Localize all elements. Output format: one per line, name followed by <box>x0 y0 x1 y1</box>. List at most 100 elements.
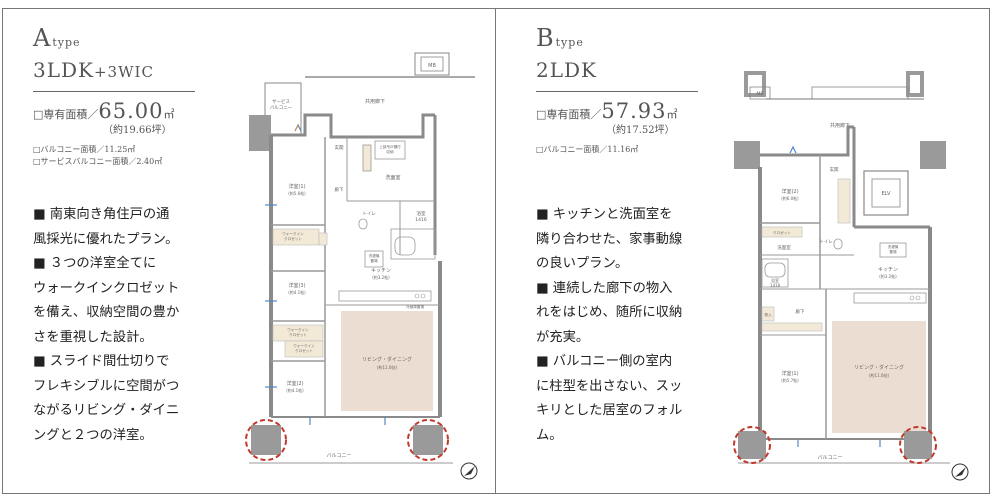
mb-box <box>414 52 450 76</box>
service-balcony-area: □サービスバルコニー面積／2.40㎡ <box>33 157 163 166</box>
floor-plan-b: MB 共用廊下 ELV 玄関 <box>730 67 986 487</box>
feature-line: を備え、収納空間の豊か <box>33 305 180 320</box>
wash-label: 洗面室 <box>777 244 791 251</box>
small-storage <box>318 232 328 246</box>
toilet-label: トイレ <box>819 240 833 245</box>
type-b-heading: Btype 2LDK <box>536 25 597 83</box>
stove-icon <box>414 293 420 299</box>
upper-wall <box>760 125 854 157</box>
stove-icon <box>909 295 915 301</box>
storage <box>761 306 775 322</box>
column <box>249 115 271 151</box>
elevator <box>863 170 909 216</box>
feature-line: ■ 連続した廊下の物入 <box>536 280 673 296</box>
column-right <box>920 141 946 169</box>
divider <box>33 91 195 92</box>
bath-room <box>390 228 436 260</box>
room1-label: 洋室(1) <box>288 183 305 190</box>
wash-label: 洗面室 <box>385 174 400 181</box>
top-column-inner <box>910 75 920 93</box>
wic2-label: ウォークインクロゼット <box>293 343 315 353</box>
shoes-box <box>362 144 372 172</box>
room2-label: 洋室(2) <box>286 380 303 387</box>
feature-line: ながるリビング・ダイニ <box>33 403 180 418</box>
room2-size: (約6.0帖) <box>781 195 799 201</box>
ld-label: リビング・ダイニング <box>362 356 412 363</box>
highlight-circle <box>899 426 937 464</box>
area-info: □専有面積／57.93㎡ （約17.52坪） □バルコニー面積／11.16㎡ <box>536 99 678 156</box>
room2-label: 洋室(2) <box>781 188 798 195</box>
column-left <box>734 141 760 169</box>
room1-size: (約5.6帖) <box>288 190 306 196</box>
type-b-panel: Btype 2LDK □専有面積／57.93㎡ （約17.52坪） □バルコニー… <box>496 8 990 494</box>
fridge-label: 冷蔵庫置場 <box>406 304 424 309</box>
kitchen-counter <box>338 290 432 302</box>
feature-line: ■ ３つの洋室全てに <box>33 256 157 271</box>
compass-needle <box>464 466 475 476</box>
genkan-label: 玄関 <box>335 144 344 151</box>
ld-area <box>341 311 433 411</box>
feature-line: 風採光に優れたプラン。 <box>33 231 179 247</box>
feature-list: ■ キッチンと洗面室を 隣り合わせた、家事動線 の良いプラン。 ■ 連続した廊下… <box>536 203 736 448</box>
area-tsubo: （約19.66坪） <box>103 125 172 136</box>
closet <box>761 226 803 238</box>
compass-icon <box>951 463 969 481</box>
storage-top <box>374 140 406 160</box>
floor-plan-a: MB 共用廊下 サービスバルコニー <box>235 45 490 491</box>
highlight-circle <box>245 419 287 461</box>
type-a-heading: Atype 3LDK+3WIC <box>33 25 154 85</box>
storage-top-label: 上部吊戸棚付収納 <box>379 144 401 154</box>
toilet-label: トイレ <box>362 212 376 217</box>
private-area: □専有面積／57.93㎡ <box>536 99 678 123</box>
feature-line: ウォークインクロゼット <box>33 280 180 296</box>
ld-size: (約11.0帖) <box>869 372 889 378</box>
feature-line: 隣り合わせた、家事動線 <box>536 231 683 247</box>
upper-wall <box>271 113 435 139</box>
washer-label: 洗濯機置場 <box>369 253 380 263</box>
kitchen-size: (約3.2帖) <box>879 273 897 279</box>
feature-line: れをはじめ、随所に収納 <box>536 305 683 320</box>
feature-line: キリとした居室のフォル <box>536 403 683 418</box>
feature-line: が充実。 <box>536 329 590 345</box>
bathtub-icon <box>394 236 416 256</box>
washer-label: 洗濯機置場 <box>888 244 899 254</box>
feature-line: ■ バルコニー側の室内 <box>536 354 673 369</box>
ld-area <box>832 321 926 433</box>
type-a-panel: Atype 3LDK+3WIC □専有面積／65.00㎡ （約19.66坪） □… <box>2 8 496 494</box>
divider <box>536 91 698 92</box>
room1-size: (約5.7帖) <box>781 377 799 383</box>
floor-plan-a-drawing: MB 共用廊下 サービスバルコニー <box>245 52 478 480</box>
area-tsubo: （約17.52坪） <box>606 125 675 136</box>
layout-name: 2LDK <box>536 58 597 82</box>
shoes-box <box>837 178 851 224</box>
feature-line: フレキシブルに空間がつ <box>33 378 180 394</box>
feature-line: ■ キッチンと洗面室を <box>536 207 673 222</box>
balcony-area: □バルコニー面積／11.16㎡ <box>536 145 639 154</box>
bottom-column-right <box>413 425 443 455</box>
type-word: type <box>52 36 81 49</box>
corridor-label: 共用廊下 <box>830 122 850 129</box>
wic1-label: ウォークインクロゼット <box>282 231 304 241</box>
mb-label: MB <box>757 91 764 97</box>
hall-label: 廊下 <box>335 186 344 193</box>
balcony-label: バルコニー <box>818 455 843 461</box>
room2-size: (約4.1帖) <box>286 387 304 393</box>
window-mark <box>294 124 299 132</box>
highlight-circle <box>407 419 449 461</box>
hall-label: 廊下 <box>796 308 805 315</box>
type-word: type <box>555 36 584 49</box>
feature-line: ングと２つの洋室。 <box>33 427 153 443</box>
top-column-inner <box>748 75 762 93</box>
elv-label: ELV <box>882 191 891 197</box>
kitchen-label: キッチン <box>878 267 898 273</box>
feature-line: さを重視した設計。 <box>33 329 153 345</box>
area-info: □専有面積／65.00㎡ （約19.66坪） □バルコニー面積／11.25㎡ □… <box>33 99 175 168</box>
bottom-column-left <box>251 425 281 455</box>
stove-icon <box>420 293 426 299</box>
bottom-column-left <box>738 431 766 459</box>
ld-label: リビング・ダイニング <box>854 364 904 371</box>
wic3-label: ウォークインクロゼット <box>287 327 309 337</box>
elevator-cab <box>871 178 901 208</box>
